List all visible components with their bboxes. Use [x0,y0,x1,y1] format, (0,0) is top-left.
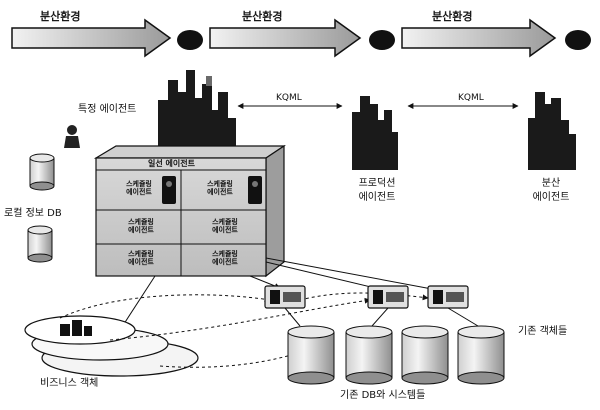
local-db-cylinder-2 [27,225,53,263]
specific-agent-label: 특정 에이전트 [78,104,137,115]
chess-piece-icon-1 [162,176,176,204]
existing-db-cylinder-3 [401,325,449,385]
distributed-agent-label-2: 에이전트 [532,192,570,203]
existing-object-1 [264,285,306,309]
flow-stage-label-1: 분산환경 [40,10,81,23]
existing-db-cylinder-2 [345,325,393,385]
flow-stage-label-2: 분산환경 [242,10,283,23]
production-agent-label-1: 프로덕션 [358,178,396,189]
cell-2-line1: 스케쥴링 [207,180,233,188]
existing-object-3 [427,285,469,309]
cell-5-line2: 에이전트 [128,258,154,266]
scheduling-agent-cell-3: 스케쥴링 에이전트 [112,218,170,234]
flow-arrow-1 [11,18,172,58]
local-db-cylinder-1 [29,153,55,191]
cell-6-line2: 에이전트 [212,258,238,266]
kqml-label-2: KQML [458,93,484,103]
chess-piece-icon-2 [248,176,262,204]
link-object-db-1 [284,307,301,327]
existing-db-cylinder-4 [457,325,505,385]
specific-agent-buildings-icon [158,70,236,152]
distributed-agent-buildings-icon [528,92,576,170]
production-agent-buildings-icon [352,96,398,170]
central-agent-block [93,144,286,278]
business-object-discs [24,315,199,377]
cell-3-line1: 스케쥴링 [128,218,154,226]
kqml-label-1: KQML [276,93,302,103]
scheduling-agent-cell-5: 스케쥴링 에이전트 [112,250,170,266]
central-block-title: 일선 에이전트 [148,159,195,168]
cell-4-line1: 스케쥴링 [212,218,238,226]
flow-node-3 [565,30,591,50]
flow-node-2 [369,30,395,50]
cell-3-line2: 에이전트 [128,226,154,234]
flow-arrow-3 [401,18,557,58]
dashed-link-3 [299,292,429,301]
scheduling-agent-cell-1: 스케쥴링 에이전트 [118,180,160,196]
person-icon [64,125,80,148]
cell-5-line1: 스케쥴링 [128,250,154,258]
business-objects-label: 비즈니스 객체 [40,378,99,389]
scheduling-agent-cell-2: 스케쥴링 에이전트 [196,180,244,196]
cell-1-line2: 에이전트 [126,188,152,196]
cell-4-line2: 에이전트 [212,226,238,234]
production-agent-label-2: 에이전트 [358,192,396,203]
flow-node-1 [177,30,203,50]
dashed-link-1 [59,294,271,319]
scheduling-agent-cell-4: 스케쥴링 에이전트 [196,218,254,234]
distributed-agent-label-1: 분산 [541,178,561,189]
flow-arrow-2 [209,18,362,58]
existing-objects-label: 기존 객체들 [518,326,568,337]
cell-6-line1: 스케쥴링 [212,250,238,258]
existing-db-label: 기존 DB와 시스템들 [340,390,426,401]
local-db-label: 로컬 정보 DB [4,208,62,219]
existing-object-2 [367,285,409,309]
scheduling-agent-cell-6: 스케쥴링 에이전트 [196,250,254,266]
link-object-db-3 [447,307,479,327]
link-block-to-object-3 [265,257,449,294]
existing-db-cylinder-1 [287,325,335,385]
flow-stage-label-3: 분산환경 [432,10,473,23]
link-block-to-business [119,275,156,331]
dashed-link-2 [109,297,371,341]
dashed-link-4 [159,339,331,368]
cell-2-line2: 에이전트 [207,188,233,196]
business-objects-icon [60,320,92,336]
link-object-db-2 [371,307,389,327]
cell-1-line1: 스케쥴링 [126,180,152,188]
